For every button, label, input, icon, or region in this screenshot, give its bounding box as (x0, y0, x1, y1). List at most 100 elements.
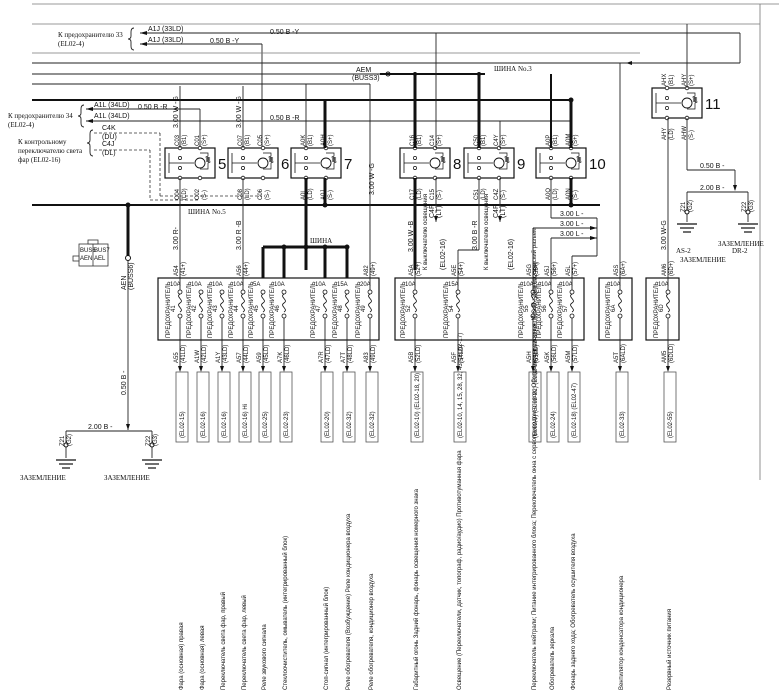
fuse-icon (345, 293, 349, 313)
load-description: Переключатель света фар, левый (241, 595, 248, 690)
conn-right-bottom: AEL (94, 256, 106, 262)
bus-main-label: ШИНА (310, 237, 332, 245)
relay-pin-sub: (LD) (481, 188, 487, 200)
wire-a1l-1: A1L (34LD) (94, 102, 130, 109)
fuse-54: 15A54ПРЕДОХРАНИТЕЛЬA5E(54+)A5F(54LD)(EL0… (444, 262, 467, 690)
relay-pin-sub: (S+) (573, 134, 579, 146)
fuse-out-pin-sub: (42LD) (202, 345, 208, 363)
fuse-number: 57 (563, 305, 569, 312)
fuse-type-label: ПРЕДОХРАНИТЕЛЬ (208, 281, 214, 338)
fuse-in-pin-sub: (54+) (459, 262, 465, 276)
load-description: Резервный источник питания (666, 609, 673, 690)
load-ref: (EL02-55) (668, 411, 674, 438)
relay-pin: AHY (662, 128, 668, 140)
relay-coil-icon (681, 97, 693, 109)
relay-pin: C50 (474, 134, 480, 146)
wire-spec-300wg-2: 3.00 W -G (173, 96, 180, 128)
fuse-rating: 10A (315, 282, 326, 288)
relay-pin-sub: (B1) (481, 135, 487, 146)
relay-pin: C08 (238, 188, 244, 200)
relay-pin: C07 (238, 134, 244, 146)
fuse-44: 10A44ПРЕДОХРАНИТЕЛЬA56(44+)A57(44LD)(EL0… (229, 262, 252, 690)
conn-left-bottom: AEN (80, 256, 92, 262)
load-description: Вентилятор конденсатора кондиционера (619, 575, 625, 690)
load-description: Реле обогревателя, кондиционер воздуха (369, 573, 375, 690)
fuse-in-pin-sub: (44+) (244, 262, 250, 276)
relay-pin: A0M (566, 134, 572, 146)
turn-off-note-1: К выключателю освещения (423, 194, 429, 270)
fuse-block-6d (645, 277, 680, 341)
load-ref-box (258, 371, 272, 443)
fuse-number: 56 (542, 305, 548, 312)
fuse-rating: 10A (405, 282, 416, 288)
fuse-out-pin: A55 (174, 352, 180, 363)
z21-left-sub: (G2) (67, 434, 73, 446)
wire-a1j-2: A1J (33LD) (148, 37, 183, 44)
z22-left-sub: (G3) (153, 434, 159, 446)
wire-a1l-2: A1L (34LD) (94, 113, 130, 120)
fuse-number: 54 (449, 305, 455, 312)
load-ref-box (528, 371, 542, 443)
fuse-out-pin: A5K (545, 352, 551, 363)
relay-pin-sub: (S+) (437, 134, 443, 146)
load-ref-box (663, 371, 677, 443)
relay-pin: A0N (566, 188, 572, 200)
hl-switch-3: фар (EL02-16) (18, 156, 61, 164)
fuse-type-label: ПРЕДОХРАНИТЕЛЬ (606, 281, 612, 338)
wire-c4j-sub: (DL) (102, 150, 116, 157)
load-ref: (EL02-25) (263, 411, 269, 438)
relay-pin-sub: (S+) (501, 134, 507, 146)
fuse-rating: 10A (274, 282, 285, 288)
relay-pin: C02 (195, 188, 201, 200)
fuse-icon (456, 293, 460, 313)
relay-pin-sub: (LD) (182, 188, 188, 200)
relay-pin: AHX (662, 74, 668, 86)
relay-number: 5 (218, 156, 226, 173)
fuse-in-pin-sub: (41+) (181, 262, 187, 276)
wire-spec-300br: 3.00 B -R (472, 220, 479, 250)
right-ground-group: 0.50 B - 2.00 B - Z21 (G2) Z22 (G3) AS-2… (676, 118, 764, 264)
hl-switch-1: К контрольному (18, 138, 67, 146)
fuse-55: 10A55ПРЕДОХРАНИТЕЛЬA5G(55+)A5H(55LD)(EL0… (519, 228, 542, 690)
relay-pin-sub: (S-) (265, 190, 271, 200)
z22-right-sub: (G3) (749, 200, 755, 212)
relay-number: 8 (453, 156, 461, 173)
relay-pin-sub: (S-) (501, 190, 507, 200)
relay-pin: C17 (410, 188, 416, 200)
connector-bus6-bus7: BUS6 AEN BUS7 AEL (72, 239, 110, 267)
fuse-rating: 15A (448, 282, 459, 288)
fuse-out-pin: A5F (452, 352, 458, 363)
c4f-2: C4F (493, 205, 500, 218)
relay-number: 9 (517, 156, 525, 173)
fuse-in-pin-sub: (52+) (416, 262, 422, 276)
conn-right-top: BUS7 (94, 248, 110, 254)
relay-pin-sub: (S-) (689, 130, 695, 140)
wire-a1l-spec-1: 0.50 B -R (138, 104, 168, 111)
fuse-rating: 10A (191, 282, 202, 288)
relay-pin: AHY (682, 74, 688, 86)
load-ref: (EL02-23) (284, 411, 290, 438)
fuse34-ref: (EL02-4) (8, 121, 35, 129)
fuse-rating: 15A (337, 282, 348, 288)
fuse-number: 43 (213, 305, 219, 312)
fuse-out-pin-sub: (6ALD) (621, 344, 627, 363)
conn-left-top: BUS6 (80, 248, 96, 254)
fuse-43: 10A43ПРЕДОХРАНИТЕЛЬA1Y(43LD)(EL02-16)Пер… (208, 281, 231, 690)
fuse-out-pin: A57 (237, 352, 243, 363)
fuse-block-middle (394, 277, 585, 341)
relay-pin: C15 (430, 188, 436, 200)
fuse-number: 6D (659, 304, 665, 312)
wire-a1j-spec-1: 0.50 B -Y (270, 29, 300, 36)
fuse-out-pin-sub: (47LD) (326, 345, 332, 363)
relay-coil-icon (493, 157, 505, 169)
relay-pin-sub: (S+) (202, 134, 208, 146)
ground-icon (677, 223, 697, 233)
fuse-icon (666, 293, 670, 313)
fuse-type-label: ПРЕДОХРАНИТЕЛЬ (311, 281, 317, 338)
relay-pin-sub: (B1) (308, 135, 314, 146)
load-description: Освещение (Переключатели, датчик, топогр… (457, 450, 463, 690)
fuse-icon (368, 293, 372, 313)
